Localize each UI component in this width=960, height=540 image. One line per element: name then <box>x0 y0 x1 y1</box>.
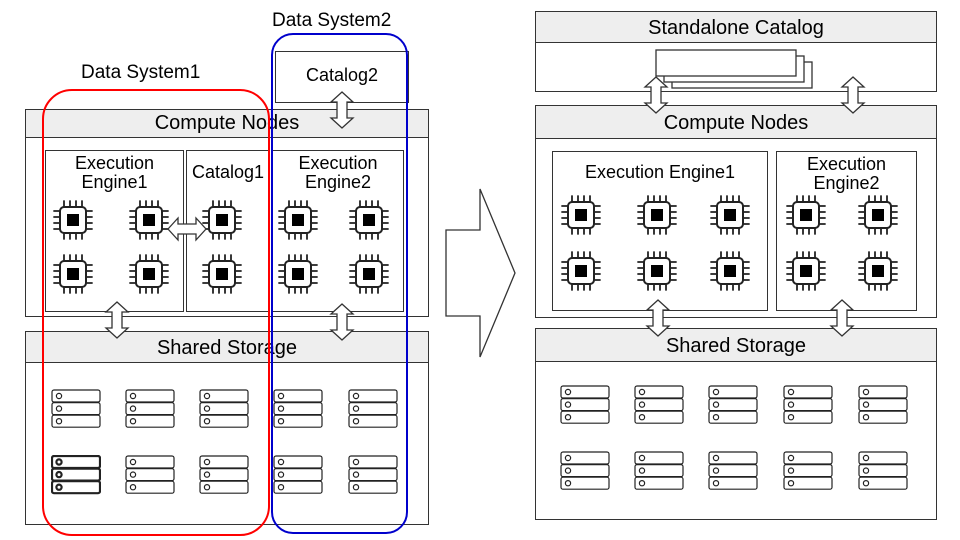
cpu-chip-icon <box>785 194 827 236</box>
cpu-chip-icon <box>857 194 899 236</box>
server-rack-icon <box>50 454 102 495</box>
data-system2-label: Data System2 <box>272 10 392 31</box>
catalog2-label: Catalog2 <box>305 65 379 85</box>
double-arrow-vertical-icon <box>329 91 355 129</box>
right-execution-engine2-label: Execution Engine2 <box>806 154 887 193</box>
right-shared-storage-title: Shared Storage <box>536 329 936 362</box>
catalog-stack-icon <box>655 49 813 89</box>
server-rack-icon <box>634 451 684 491</box>
cpu-chip-icon <box>277 253 319 295</box>
double-arrow-vertical-icon <box>643 76 669 114</box>
cpu-chip-icon <box>201 199 243 241</box>
right-compute-nodes-title: Compute Nodes <box>536 106 936 139</box>
cpu-chip-icon <box>636 250 678 292</box>
left-execution-engine1-label: Execution Engine1 <box>74 153 155 192</box>
cpu-chip-icon <box>128 199 170 241</box>
cpu-chip-icon <box>560 194 602 236</box>
server-rack-icon <box>560 451 610 491</box>
cpu-chip-icon <box>709 250 751 292</box>
cpu-chip-icon <box>348 253 390 295</box>
cpu-chip-icon <box>857 250 899 292</box>
server-rack-icon <box>199 455 249 495</box>
server-rack-icon <box>708 451 758 491</box>
server-rack-icon <box>783 385 833 425</box>
server-rack-icon <box>858 451 908 491</box>
server-rack-icon <box>125 455 175 495</box>
double-arrow-vertical-icon <box>840 76 866 114</box>
data-system1-outline <box>42 89 270 536</box>
server-rack-icon <box>348 455 398 495</box>
cpu-chip-icon <box>201 253 243 295</box>
server-rack-icon <box>51 389 101 429</box>
double-arrow-vertical-icon <box>329 303 355 341</box>
double-arrow-vertical-icon <box>104 301 130 339</box>
standalone-catalog-title: Standalone Catalog <box>536 12 936 43</box>
server-rack-icon <box>199 389 249 429</box>
cpu-chip-icon <box>560 250 602 292</box>
server-rack-icon <box>125 389 175 429</box>
server-rack-icon <box>273 389 323 429</box>
server-rack-icon <box>858 385 908 425</box>
data-system2-outline <box>271 33 408 534</box>
left-execution-engine2-label: Execution Engine2 <box>298 153 378 192</box>
server-rack-icon <box>560 385 610 425</box>
server-rack-icon <box>708 385 758 425</box>
server-rack-icon <box>348 389 398 429</box>
cpu-chip-icon <box>785 250 827 292</box>
double-arrow-horizontal-icon <box>167 216 207 242</box>
data-system1-label: Data System1 <box>81 62 201 83</box>
double-arrow-vertical-icon <box>645 299 671 337</box>
catalog1-label: Catalog1 <box>191 162 265 182</box>
cpu-chip-icon <box>277 199 319 241</box>
left-shared-storage-title: Shared Storage <box>26 332 428 363</box>
server-rack-icon <box>783 451 833 491</box>
transition-arrow-icon <box>445 188 516 358</box>
cpu-chip-icon <box>709 194 751 236</box>
server-rack-icon <box>273 455 323 495</box>
cpu-chip-icon <box>636 194 678 236</box>
right-execution-engine1-label: Execution Engine1 <box>584 162 736 182</box>
cpu-chip-icon <box>128 253 170 295</box>
cpu-chip-icon <box>348 199 390 241</box>
double-arrow-vertical-icon <box>829 299 855 337</box>
server-rack-icon <box>634 385 684 425</box>
left-compute-nodes-title: Compute Nodes <box>26 110 428 138</box>
cpu-chip-icon <box>52 199 94 241</box>
cpu-chip-icon <box>52 253 94 295</box>
